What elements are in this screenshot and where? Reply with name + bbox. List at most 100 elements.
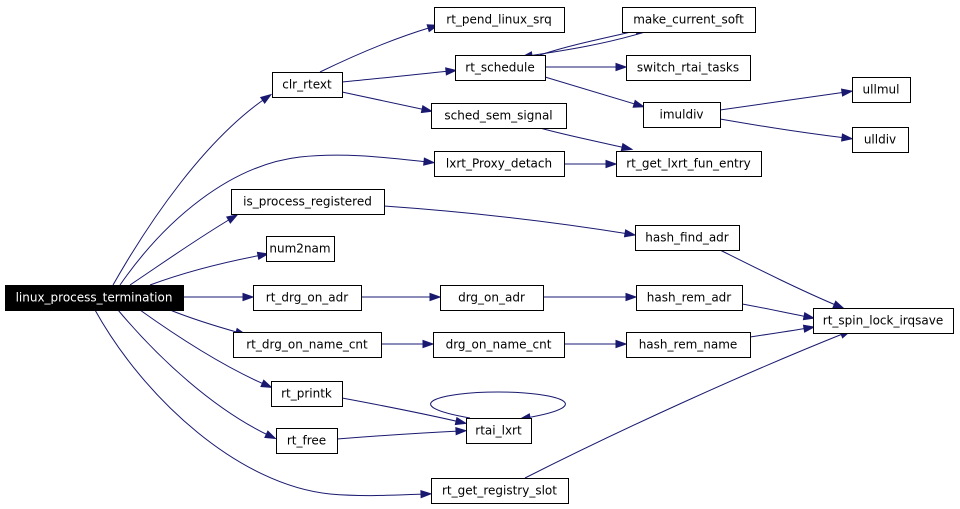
arrowhead-icon xyxy=(620,142,634,152)
edge-drg_on_adr-to-hash_rem_adr xyxy=(543,292,638,302)
edge-rt_free-to-rtai_lxrt xyxy=(336,427,468,440)
arrowhead-icon xyxy=(802,324,816,333)
arrowhead-icon xyxy=(260,379,273,388)
node-label: ullmul xyxy=(863,83,900,97)
edge-rtai_lxrt-to-rtai_lxrt xyxy=(430,391,566,422)
node-lxrt-Proxy-detach[interactable]: lxrt_Proxy_detach xyxy=(434,151,565,177)
edge-linux_process_termination-to-is_process_registered xyxy=(129,214,239,286)
node-imuldiv[interactable]: imuldiv xyxy=(643,102,721,128)
edge-hash_rem_adr-to-rt_spin_lock_irqsave xyxy=(741,303,816,321)
arrowhead-icon xyxy=(420,489,433,499)
node-rt-schedule[interactable]: rt_schedule xyxy=(455,55,546,81)
edge-rt_schedule-to-imuldiv xyxy=(544,76,646,108)
edge-rt_drg_on_name_cnt-to-drg_on_name_cnt xyxy=(380,339,435,349)
edge-hash_find_adr-to-rt_spin_lock_irqsave xyxy=(719,249,845,309)
node-rt-get-lxrt-fun-entry[interactable]: rt_get_lxrt_fun_entry xyxy=(616,151,762,177)
node-label: imuldiv xyxy=(659,108,703,122)
edge-imuldiv-to-ullmul xyxy=(719,88,854,111)
node-rt-printk[interactable]: rt_printk xyxy=(271,381,343,407)
node-label: rt_get_lxrt_fun_entry xyxy=(626,157,751,171)
arrowhead-icon xyxy=(623,229,637,238)
node-hash-rem-name[interactable]: hash_rem_name xyxy=(626,332,751,358)
edge-lxrt_Proxy_detach-to-rt_get_lxrt_fun_entry xyxy=(564,159,618,169)
node-ullmul[interactable]: ullmul xyxy=(852,77,911,103)
node-rt-free[interactable]: rt_free xyxy=(276,428,338,454)
node-label: sched_sem_signal xyxy=(444,109,552,123)
arrowhead-icon xyxy=(264,430,277,440)
call-graph-nodes: linux_process_termination clr_rtext rt_pen… xyxy=(5,7,954,504)
node-switch-rtai-tasks[interactable]: switch_rtai_tasks xyxy=(626,55,751,81)
arrowhead-icon xyxy=(615,339,628,349)
node-label: is_process_registered xyxy=(243,195,372,209)
arrowhead-icon xyxy=(256,251,270,260)
edge-linux_process_termination-to-rt_drg_on_adr xyxy=(183,292,255,302)
edge-linux_process_termination-to-rt_printk xyxy=(139,309,273,388)
node-rt-drg-on-adr[interactable]: rt_drg_on_adr xyxy=(253,285,362,311)
call-graph-edges xyxy=(94,24,854,499)
arrowhead-icon xyxy=(423,157,436,166)
node-hash-rem-adr[interactable]: hash_rem_adr xyxy=(636,285,743,311)
arrowhead-icon xyxy=(225,214,239,224)
node-label: rtai_lxrt xyxy=(475,424,522,438)
node-label: rt_spin_lock_irqsave xyxy=(823,314,943,328)
node-label: linux_process_termination xyxy=(16,291,173,305)
node-is-process-registered[interactable]: is_process_registered xyxy=(231,189,385,215)
edge-rt_drg_on_adr-to-drg_on_adr xyxy=(361,292,442,302)
arrowhead-icon xyxy=(422,339,435,349)
arrowhead-icon xyxy=(259,93,273,105)
arrowhead-icon xyxy=(841,133,854,142)
arrowhead-icon xyxy=(615,62,628,72)
node-label: drg_on_adr xyxy=(458,291,525,305)
node-rt-spin-lock-irqsave[interactable]: rt_spin_lock_irqsave xyxy=(813,308,954,334)
arrowhead-icon xyxy=(454,416,468,426)
node-drg-on-adr[interactable]: drg_on_adr xyxy=(440,285,544,311)
edge-linux_process_termination-to-rt_get_registry_slot xyxy=(94,309,433,499)
node-label: switch_rtai_tasks xyxy=(637,61,739,75)
node-label: hash_rem_name xyxy=(639,338,738,352)
node-ulldiv[interactable]: ulldiv xyxy=(852,127,909,153)
node-label: rt_schedule xyxy=(465,61,534,75)
edge-linux_process_termination-to-num2nam xyxy=(149,251,270,286)
node-hash-find-adr[interactable]: hash_find_adr xyxy=(635,225,740,251)
node-rt-pend-linux-srq[interactable]: rt_pend_linux_srq xyxy=(434,7,565,33)
edge-linux_process_termination-to-lxrt_Proxy_detach xyxy=(119,154,436,286)
node-make-current-soft[interactable]: make_current_soft xyxy=(622,7,756,33)
node-clr-rtext[interactable]: clr_rtext xyxy=(272,72,343,98)
arrowhead-icon xyxy=(455,427,468,436)
arrowhead-icon xyxy=(445,67,458,76)
edge-clr_rtext-to-rt_pend_linux_srq xyxy=(319,24,440,73)
edge-rt_schedule-to-switch_rtai_tasks xyxy=(545,62,628,72)
node-num2nam[interactable]: num2nam xyxy=(266,236,335,262)
node-label: clr_rtext xyxy=(282,78,332,92)
arrowhead-icon xyxy=(632,99,646,108)
node-rt-get-registry-slot[interactable]: rt_get_registry_slot xyxy=(431,478,569,504)
arrowhead-icon xyxy=(625,292,638,302)
arrowhead-icon xyxy=(429,292,442,302)
edge-is_process_registered-to-hash_find_adr xyxy=(383,205,637,238)
node-label: rt_drg_on_adr xyxy=(266,291,349,305)
edge-linux_process_termination-to-clr_rtext xyxy=(112,93,273,286)
node-drg-on-name-cnt[interactable]: drg_on_name_cnt xyxy=(433,332,565,358)
arrowhead-icon xyxy=(840,88,854,97)
node-label: rt_printk xyxy=(281,387,332,401)
node-label: drg_on_name_cnt xyxy=(446,338,552,352)
node-label: num2nam xyxy=(269,242,330,256)
node-rtai-lxrt[interactable]: rtai_lxrt xyxy=(466,418,532,444)
edge-hash_rem_name-to-rt_spin_lock_irqsave xyxy=(749,324,816,338)
node-label: rt_drg_on_name_cnt xyxy=(246,338,368,352)
node-label: rt_pend_linux_srq xyxy=(446,13,551,27)
edge-rt_printk-to-rtai_lxrt xyxy=(341,397,468,426)
arrowhead-icon xyxy=(242,292,255,302)
node-label: rt_get_registry_slot xyxy=(442,484,557,498)
node-label: lxrt_Proxy_detach xyxy=(446,157,552,171)
node-rt-drg-on-name-cnt[interactable]: rt_drg_on_name_cnt xyxy=(233,332,382,358)
edge-imuldiv-to-ulldiv xyxy=(719,118,854,142)
edge-clr_rtext-to-rt_schedule xyxy=(341,67,458,83)
node-label: rt_free xyxy=(287,434,326,448)
node-linux-process-termination[interactable]: linux_process_termination xyxy=(5,285,184,311)
edge-sched_sem_signal-to-rt_get_lxrt_fun_entry xyxy=(539,127,634,152)
node-sched-sem-signal[interactable]: sched_sem_signal xyxy=(431,103,567,129)
node-label: hash_find_adr xyxy=(645,231,729,245)
node-label: ulldiv xyxy=(864,133,896,147)
